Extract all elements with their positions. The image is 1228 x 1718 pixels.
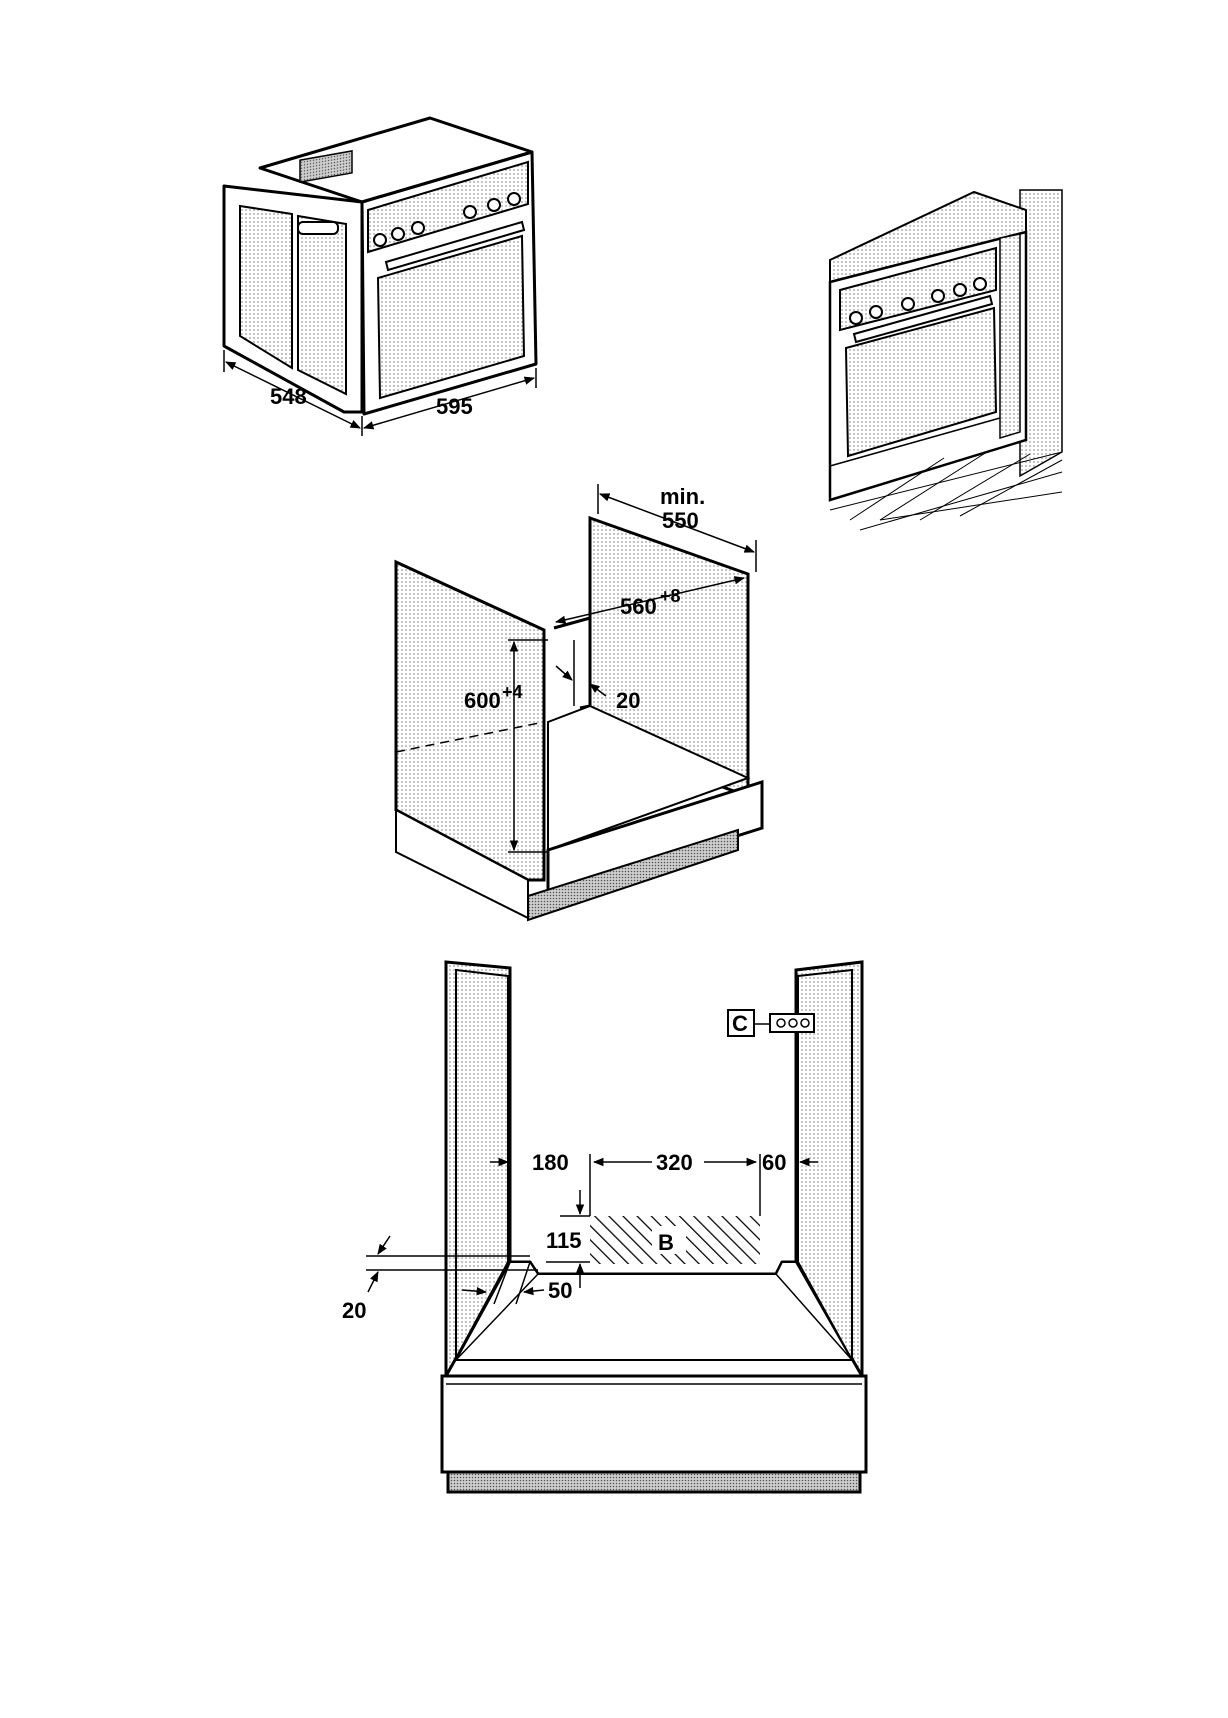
knob-icon <box>902 298 914 310</box>
oven-side-panel-left <box>240 206 292 368</box>
cabinet-back-gap: 20 <box>616 688 640 713</box>
cabinet-inner-width: 560 <box>620 594 657 619</box>
knob-icon <box>464 206 476 218</box>
oven-width-label: 595 <box>436 394 473 419</box>
oven-depth-label: 548 <box>270 384 307 409</box>
knob-icon <box>374 234 386 246</box>
cabinet-side <box>1000 234 1020 438</box>
cabinet-min-depth: 550 <box>662 508 699 533</box>
side-gap-label: 20 <box>342 1298 366 1323</box>
knob-icon <box>392 228 404 240</box>
knob-icon <box>850 312 862 324</box>
knob-icon <box>412 222 424 234</box>
zone-height-label: 115 <box>546 1228 582 1253</box>
cabinet-front-view: B C 180 320 60 115 20 <box>342 962 866 1492</box>
front-plinth-base <box>448 1472 860 1492</box>
front-floor <box>456 1262 852 1360</box>
cabinet-height-tolerance: +4 <box>502 682 523 702</box>
knob-icon <box>488 199 500 211</box>
knob-icon <box>954 284 966 296</box>
oven-isometric: 548 595 <box>224 118 536 436</box>
oven-top-vent <box>300 151 352 182</box>
knob-icon <box>508 193 520 205</box>
knob-icon <box>870 306 882 318</box>
left-offset-label: 180 <box>532 1150 569 1175</box>
knob-icon <box>974 278 986 290</box>
oven-side-panel-right <box>298 216 346 394</box>
right-offset-label: 60 <box>762 1150 786 1175</box>
socket-c-label: C <box>732 1011 748 1036</box>
installed-oven-view <box>830 190 1062 530</box>
front-plinth <box>442 1376 866 1472</box>
cabinet-min-label: min. <box>660 484 705 509</box>
zone-width-label: 320 <box>656 1150 693 1175</box>
zone-b-label: B <box>658 1230 674 1255</box>
cabinet-height: 600 <box>464 688 501 713</box>
oven-side-handle <box>298 222 338 234</box>
socket-c: C <box>728 1010 814 1036</box>
cabinet-isometric: min. 550 560 +8 600 +4 20 <box>396 484 762 920</box>
cabinet-inner-width-tolerance: +8 <box>660 586 681 606</box>
knob-icon <box>932 290 944 302</box>
step-depth-label: 50 <box>548 1278 572 1303</box>
